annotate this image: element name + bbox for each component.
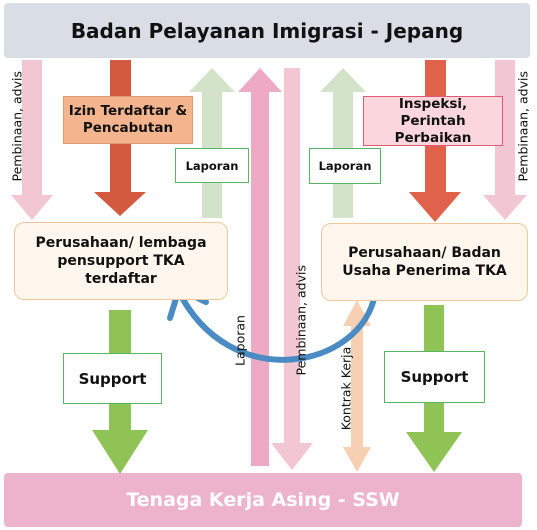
- laporan-right-label: Laporan: [318, 159, 372, 173]
- kontrak-kerja-label: Kontrak Kerja: [338, 346, 354, 431]
- org-left-line2: pensupport TKA: [57, 253, 185, 269]
- support-organization-box: Perusahaan/ lembaga pensupport TKA terda…: [14, 222, 228, 300]
- inspeksi-line1: Inspeksi, Perintah: [398, 95, 468, 129]
- support-right-label: Support: [400, 368, 469, 386]
- header-title: Badan Pelayanan Imigrasi - Jepang: [70, 18, 464, 43]
- kontrak-kerja-double-arrow: [343, 300, 371, 472]
- laporan-left-up-arrow: [189, 68, 235, 218]
- laporan-right-box: Laporan: [309, 148, 381, 184]
- laporan-left-box: Laporan: [175, 148, 249, 183]
- pembinaan-advis-left-label: Pembinaan, advis: [9, 71, 25, 182]
- support-left-box: Support: [63, 353, 162, 404]
- org-right-line2: Usaha Penerima TKA: [342, 263, 507, 279]
- support-left-label: Support: [78, 369, 147, 388]
- org-left-line1: Perusahaan/ lembaga: [35, 235, 207, 251]
- header-immigration-agency: Badan Pelayanan Imigrasi - Jepang: [4, 3, 530, 58]
- blue-curved-arrow: [175, 287, 378, 363]
- laporan-center-label: Laporan: [232, 315, 248, 366]
- pembinaan-advis-right-arrow: [483, 60, 527, 220]
- inspeksi-box: Inspeksi, Perintah Perbaikan: [363, 96, 503, 146]
- inspeksi-line2: Perbaikan: [394, 129, 472, 146]
- host-company-box: Perusahaan/ Badan Usaha Penerima TKA: [321, 223, 528, 301]
- pembinaan-advis-right-label: Pembinaan, advis: [515, 71, 531, 182]
- org-right-line1: Perusahaan/ Badan: [348, 245, 501, 261]
- laporan-center-up-arrow: [238, 68, 282, 466]
- footer-foreign-workers: Tenaga Kerja Asing - SSW: [4, 473, 522, 527]
- pembinaan-advis-left-arrow: [11, 60, 53, 220]
- izin-terdaftar-line1: Izin Terdaftar &: [68, 103, 188, 119]
- support-right-box: Support: [384, 351, 485, 403]
- izin-terdaftar-line2: Pencabutan: [82, 120, 174, 136]
- laporan-left-label: Laporan: [185, 158, 239, 173]
- org-left-line3: terdaftar: [85, 271, 157, 287]
- pembinaan-center-label: Pembinaan, advis: [293, 265, 309, 376]
- laporan-right-up-arrow: [320, 68, 366, 218]
- izin-terdaftar-box: Izin Terdaftar & Pencabutan: [63, 96, 193, 144]
- pembinaan-center-down-arrow: [271, 68, 313, 470]
- footer-title: Tenaga Kerja Asing - SSW: [126, 489, 400, 511]
